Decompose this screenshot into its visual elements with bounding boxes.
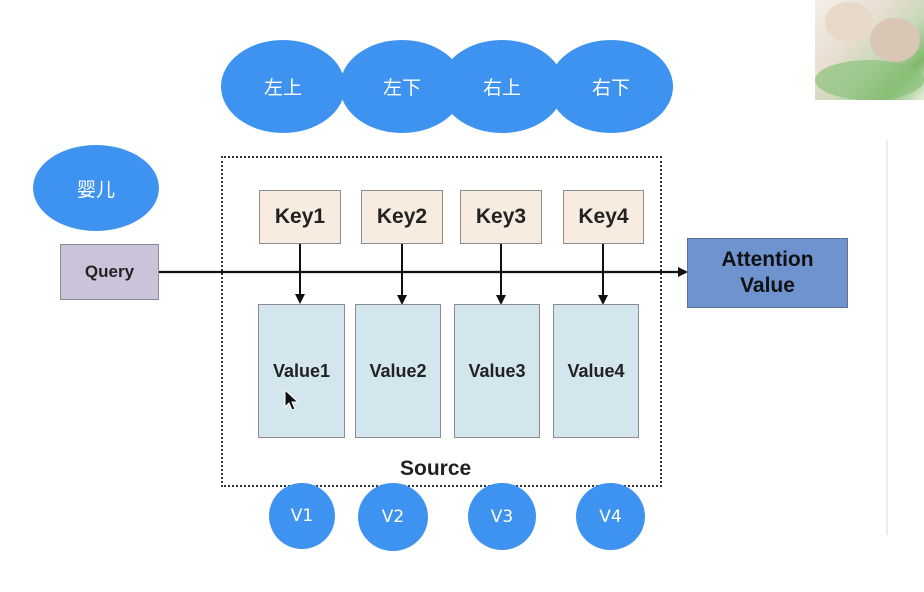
circle-label: V4 bbox=[599, 506, 622, 527]
key-label: Key2 bbox=[376, 205, 428, 228]
key-label: Key3 bbox=[475, 205, 527, 228]
value-label: Value3 bbox=[468, 360, 526, 381]
source-label: Source bbox=[400, 457, 472, 480]
circle-label: V2 bbox=[381, 507, 405, 527]
attention-label-line1: Attention bbox=[721, 248, 814, 271]
value-label: Value4 bbox=[567, 360, 625, 381]
circle-label: V1 bbox=[290, 506, 314, 526]
circle-v1: V1 bbox=[269, 483, 335, 549]
thumbnail-image bbox=[815, 0, 924, 100]
value-box-1: Value1 bbox=[258, 304, 345, 438]
ellipse-top-left: 左上 bbox=[221, 40, 345, 133]
query-label: Query bbox=[84, 262, 135, 281]
ellipse-top-right: 右上 bbox=[440, 40, 564, 133]
attention-label-line2: Value bbox=[740, 274, 795, 297]
query-ellipse: 婴儿 bbox=[33, 145, 159, 231]
thumbnail-shape bbox=[870, 18, 920, 62]
circle-v3: V3 bbox=[468, 483, 536, 550]
ellipse-label: 左下 bbox=[382, 77, 421, 99]
key-label: Key1 bbox=[274, 205, 326, 228]
mouse-cursor-icon bbox=[284, 389, 300, 411]
key-box-1: Key1 bbox=[259, 190, 341, 244]
key-box-3: Key3 bbox=[460, 190, 542, 244]
key-box-4: Key4 bbox=[563, 190, 644, 244]
ellipse-label: 婴儿 bbox=[76, 178, 115, 201]
value-label: Value2 bbox=[369, 360, 427, 381]
thumbnail-shape bbox=[815, 60, 924, 100]
thumbnail-shape bbox=[825, 2, 873, 42]
divider-line bbox=[886, 140, 888, 535]
ellipse-label: 右上 bbox=[482, 77, 521, 99]
circle-v4: V4 bbox=[576, 483, 645, 550]
circle-label: V3 bbox=[490, 506, 514, 527]
ellipse-bottom-right: 右下 bbox=[549, 40, 673, 133]
key-label: Key4 bbox=[578, 205, 629, 228]
ellipse-label: 左上 bbox=[263, 77, 302, 99]
value-box-4: Value4 bbox=[553, 304, 639, 438]
value-box-3: Value3 bbox=[454, 304, 540, 438]
circle-v2: V2 bbox=[358, 483, 428, 551]
attention-value-box: Attention Value bbox=[687, 238, 848, 308]
value-label: Value1 bbox=[272, 360, 331, 381]
key-box-2: Key2 bbox=[361, 190, 443, 244]
query-box: Query bbox=[60, 244, 159, 300]
source-box bbox=[221, 156, 662, 487]
ellipse-label: 右下 bbox=[591, 77, 630, 99]
value-box-2: Value2 bbox=[355, 304, 441, 438]
